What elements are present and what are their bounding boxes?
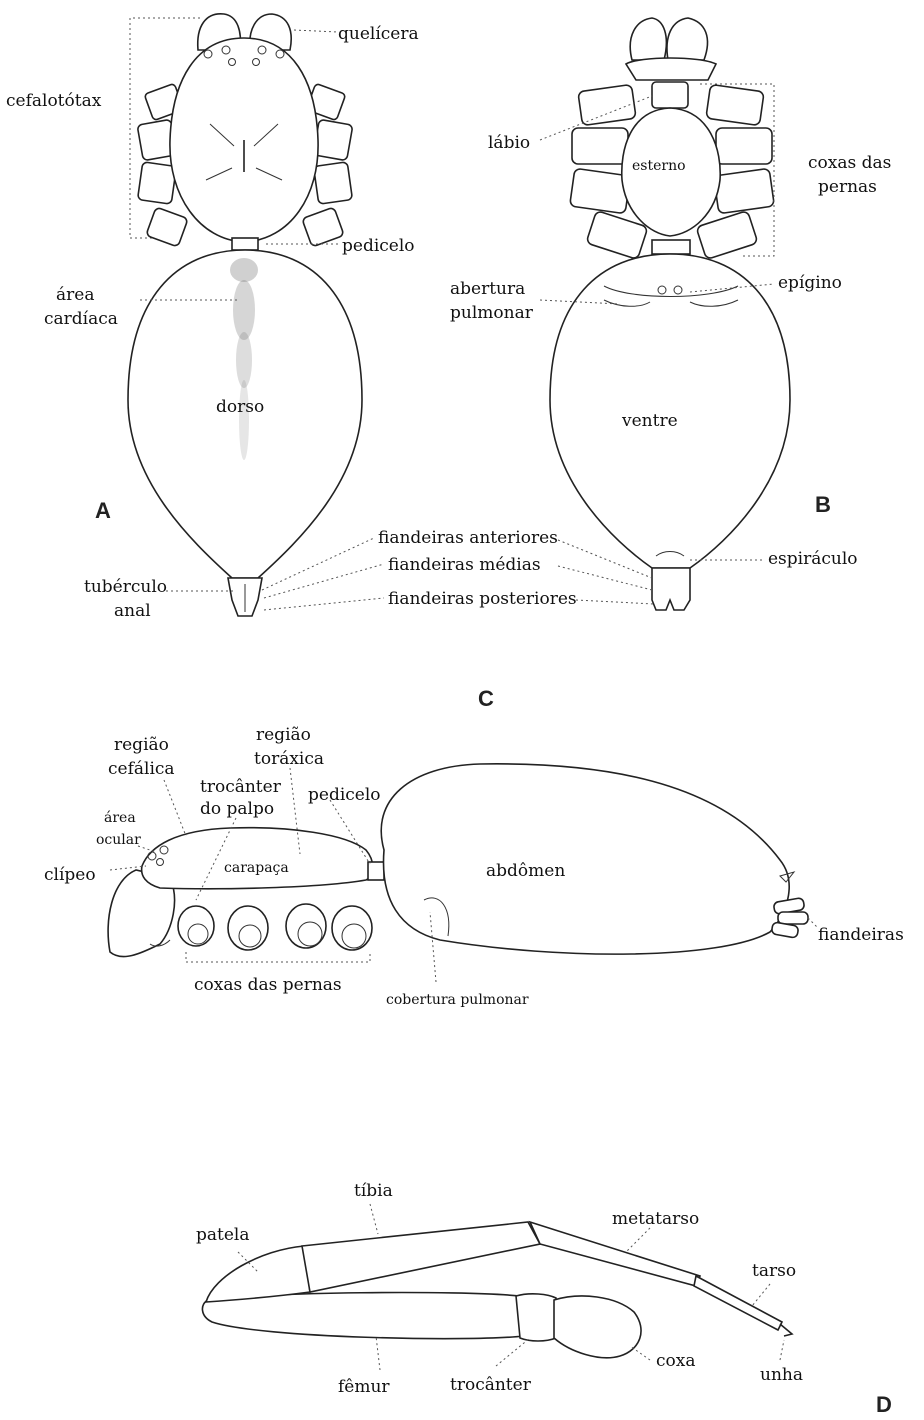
epigynum-mark <box>657 285 683 295</box>
label-tibia: tíbia <box>354 1181 393 1201</box>
lateral-eyes <box>147 845 169 866</box>
label-pedicelo-lateral: pedicelo <box>308 785 381 805</box>
label-clipeo: clípeo <box>44 865 96 885</box>
panel-label-a: A <box>95 498 111 523</box>
dorsal-eyes <box>203 45 285 66</box>
lateral-pedicel <box>367 861 385 881</box>
leg-patella <box>204 1245 311 1303</box>
label-area-cardiaca-line2: cardíaca <box>44 309 118 329</box>
leg-tarsus <box>693 1274 784 1332</box>
label-epigino: epígino <box>778 273 842 293</box>
label-femur: fêmur <box>338 1377 390 1397</box>
label-tuberculo-line1: tubérculo <box>84 577 167 597</box>
label-tuberculo-line2: anal <box>114 601 151 621</box>
epigastric-furrow <box>603 285 739 297</box>
leg-trochanter <box>515 1293 557 1342</box>
ventral-chelicera-right <box>666 17 709 61</box>
label-fiandeiras-medias: fiandeiras médias <box>388 555 541 575</box>
label-cobertura-pulmonar: cobertura pulmonar <box>386 992 529 1008</box>
label-coxas-ventral-line1: coxas das <box>808 153 891 173</box>
label-carapaca: carapaça <box>224 860 289 876</box>
label-coxas-ventral-line2: pernas <box>818 177 877 197</box>
dorsal-fovea <box>205 123 283 181</box>
leg-view <box>201 1203 794 1371</box>
label-fiandeiras-posteriores: fiandeiras posteriores <box>388 589 577 609</box>
lateral-view <box>107 763 819 983</box>
ventral-sternum <box>620 107 721 237</box>
dorsal-leg-stubs <box>137 83 353 247</box>
label-espiraculo: espiráculo <box>768 549 858 569</box>
label-area-ocular-line2: ocular <box>96 832 141 848</box>
leg-coxa <box>553 1295 642 1359</box>
leg-claw <box>779 1323 794 1337</box>
book-lung-cover <box>423 897 450 937</box>
label-cefalotorax: cefalotótax <box>6 91 102 111</box>
label-coxas-lateral: coxas das pernas <box>194 975 342 995</box>
label-unha: unha <box>760 1365 803 1385</box>
dorsal-pedicel <box>231 237 259 251</box>
label-abertura-line2: pulmonar <box>450 303 534 323</box>
label-fiandeiras-anteriores: fiandeiras anteriores <box>378 528 558 548</box>
labels: A B C D quelícera cefalotótax pedicelo á… <box>6 24 904 1417</box>
lateral-abdomen <box>380 763 790 955</box>
label-abdomen: abdômen <box>486 861 565 881</box>
label-trocanter-palpo-line1: trocânter <box>200 777 282 797</box>
label-coxa: coxa <box>656 1351 695 1371</box>
ventral-coxae <box>569 84 775 259</box>
panel-label-c: C <box>478 686 494 711</box>
lateral-coxae-bracket <box>185 952 371 963</box>
label-tarso: tarso <box>752 1261 796 1281</box>
lateral-chelicera <box>107 869 176 958</box>
label-pedicelo-dorsal: pedicelo <box>342 236 415 256</box>
panel-label-b: B <box>815 492 831 517</box>
label-ventre: ventre <box>621 411 678 431</box>
label-regiao-toraxica-line1: região <box>256 725 311 745</box>
label-dorso: dorso <box>216 397 264 417</box>
ventral-chelicera-left <box>629 17 668 61</box>
spiracle-mark <box>655 551 685 557</box>
label-area-ocular-line1: área <box>104 810 136 826</box>
label-quelicera: quelícera <box>338 24 419 44</box>
cardiac-area-stipple <box>230 258 258 460</box>
ventral-spinnerets <box>651 567 691 611</box>
label-patela: patela <box>196 1225 249 1245</box>
label-area-cardiaca-line1: área <box>56 285 94 305</box>
label-trocanter-palpo-line2: do palpo <box>200 799 274 819</box>
label-esterno: esterno <box>632 158 686 174</box>
leg-tibia <box>301 1221 542 1293</box>
coxae-bracket <box>700 83 775 257</box>
panel-label-d: D <box>876 1392 892 1417</box>
ventral-view <box>539 17 791 611</box>
dorsal-view <box>127 13 385 617</box>
leg-metatarsus <box>528 1220 702 1287</box>
cefalotorax-bracket <box>129 17 200 239</box>
ventral-pedicel <box>651 239 691 255</box>
ventral-labium <box>651 81 689 109</box>
leg-femur <box>201 1291 525 1340</box>
label-trocanter-leg: trocânter <box>450 1375 532 1395</box>
label-regiao-cefalica-line1: região <box>114 735 169 755</box>
label-abertura-line1: abertura <box>450 279 525 299</box>
label-fiandeiras-lateral: fiandeiras <box>818 925 904 945</box>
label-regiao-toraxica-line2: toráxica <box>254 749 324 769</box>
lateral-coxae <box>177 903 373 951</box>
lateral-carapace <box>140 826 374 890</box>
label-labio: lábio <box>488 133 530 153</box>
label-metatarso: metatarso <box>612 1209 699 1229</box>
ventral-palp-base <box>624 57 718 81</box>
label-regiao-cefalica-line2: cefálica <box>108 759 175 779</box>
